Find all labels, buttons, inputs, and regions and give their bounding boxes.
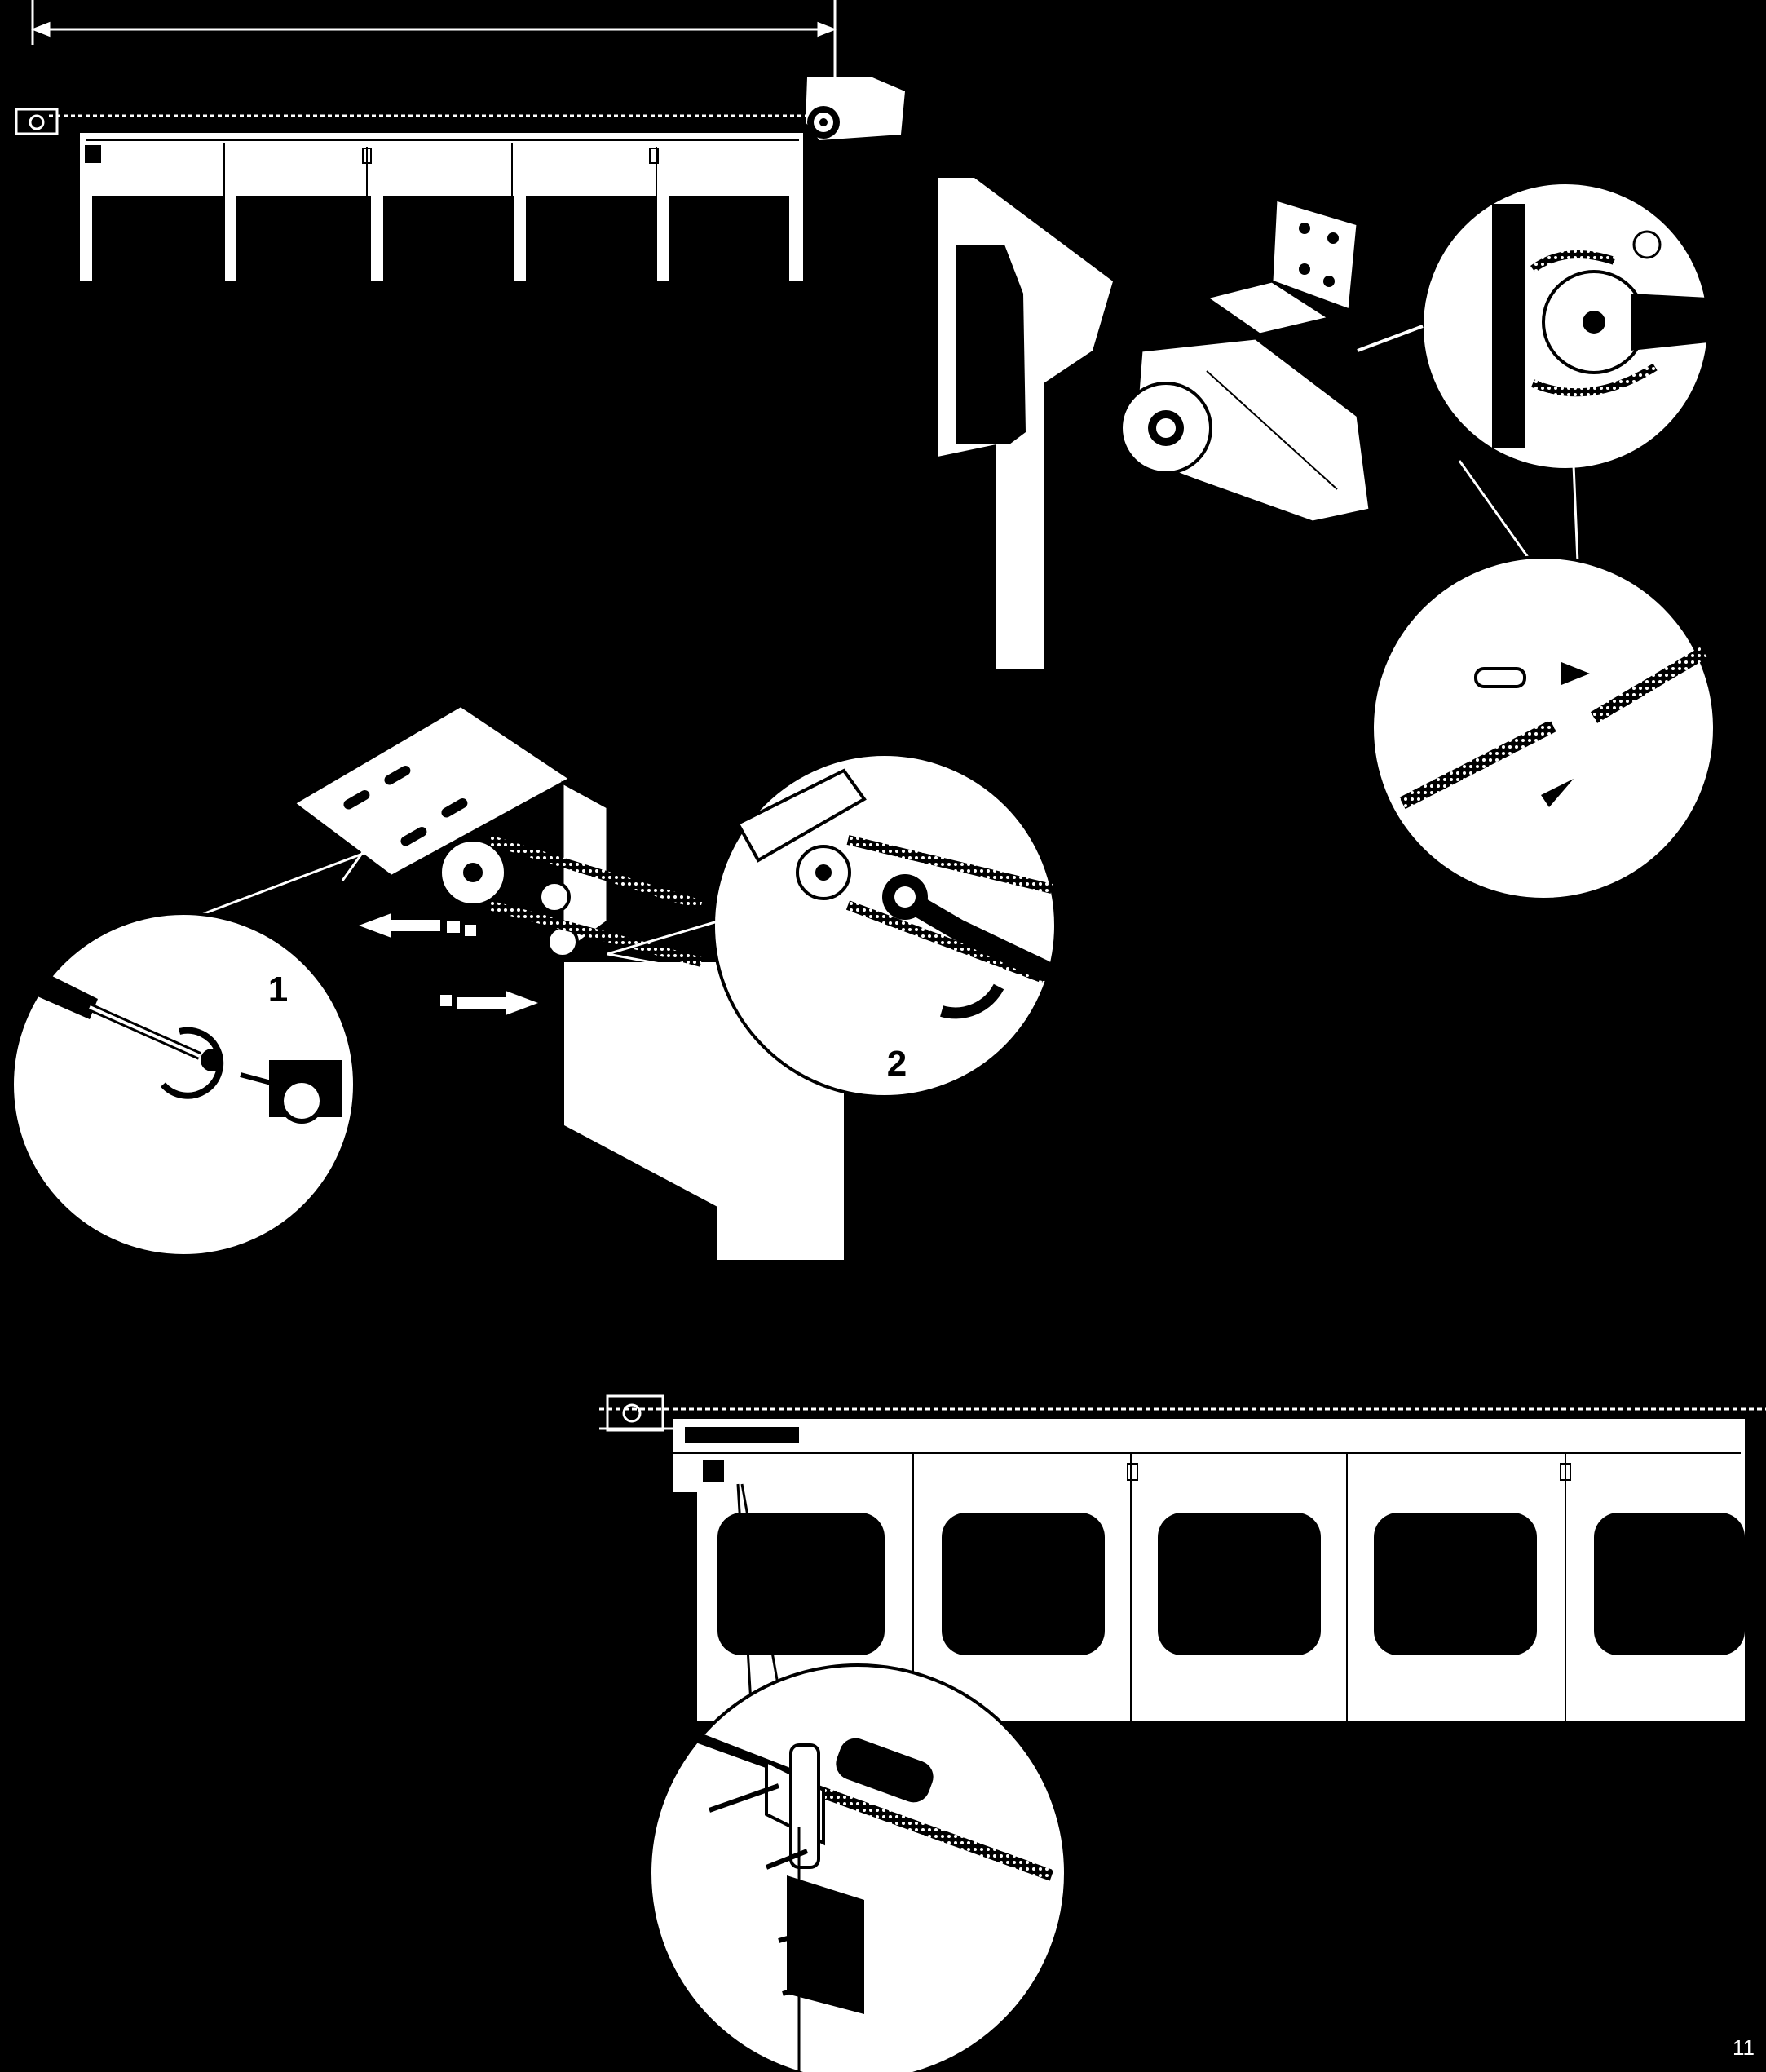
step-2-badge: 2 [873,1040,921,1088]
chain-rail-icon [15,108,807,135]
dimension-arrow-icon [30,0,837,90]
slide-arrows-icon [359,913,538,1015]
bottom-door-overview [599,1394,1766,2072]
mounting-bracket-icon [1203,198,1359,336]
chain-tension-adjustment [11,703,1057,1260]
chain-connecting-link-icon [1371,555,1716,901]
top-door-overview [15,0,905,281]
sprocket-chain-icon [1420,181,1711,471]
motor-unit-icon [806,77,905,140]
step-1-badge: 1 [254,966,302,1014]
screwdriver-icon [11,912,356,1257]
wrench-icon [712,753,1057,1098]
door-bracket-icon [685,1427,1571,1482]
rotate-arrow-icon [160,1027,224,1099]
page-number: 11 [1733,2035,1755,2060]
motor-mount-detail [938,178,1716,901]
direction-arrows-icon [1541,662,1590,807]
hinge-bolts-icon [648,1663,1067,2072]
